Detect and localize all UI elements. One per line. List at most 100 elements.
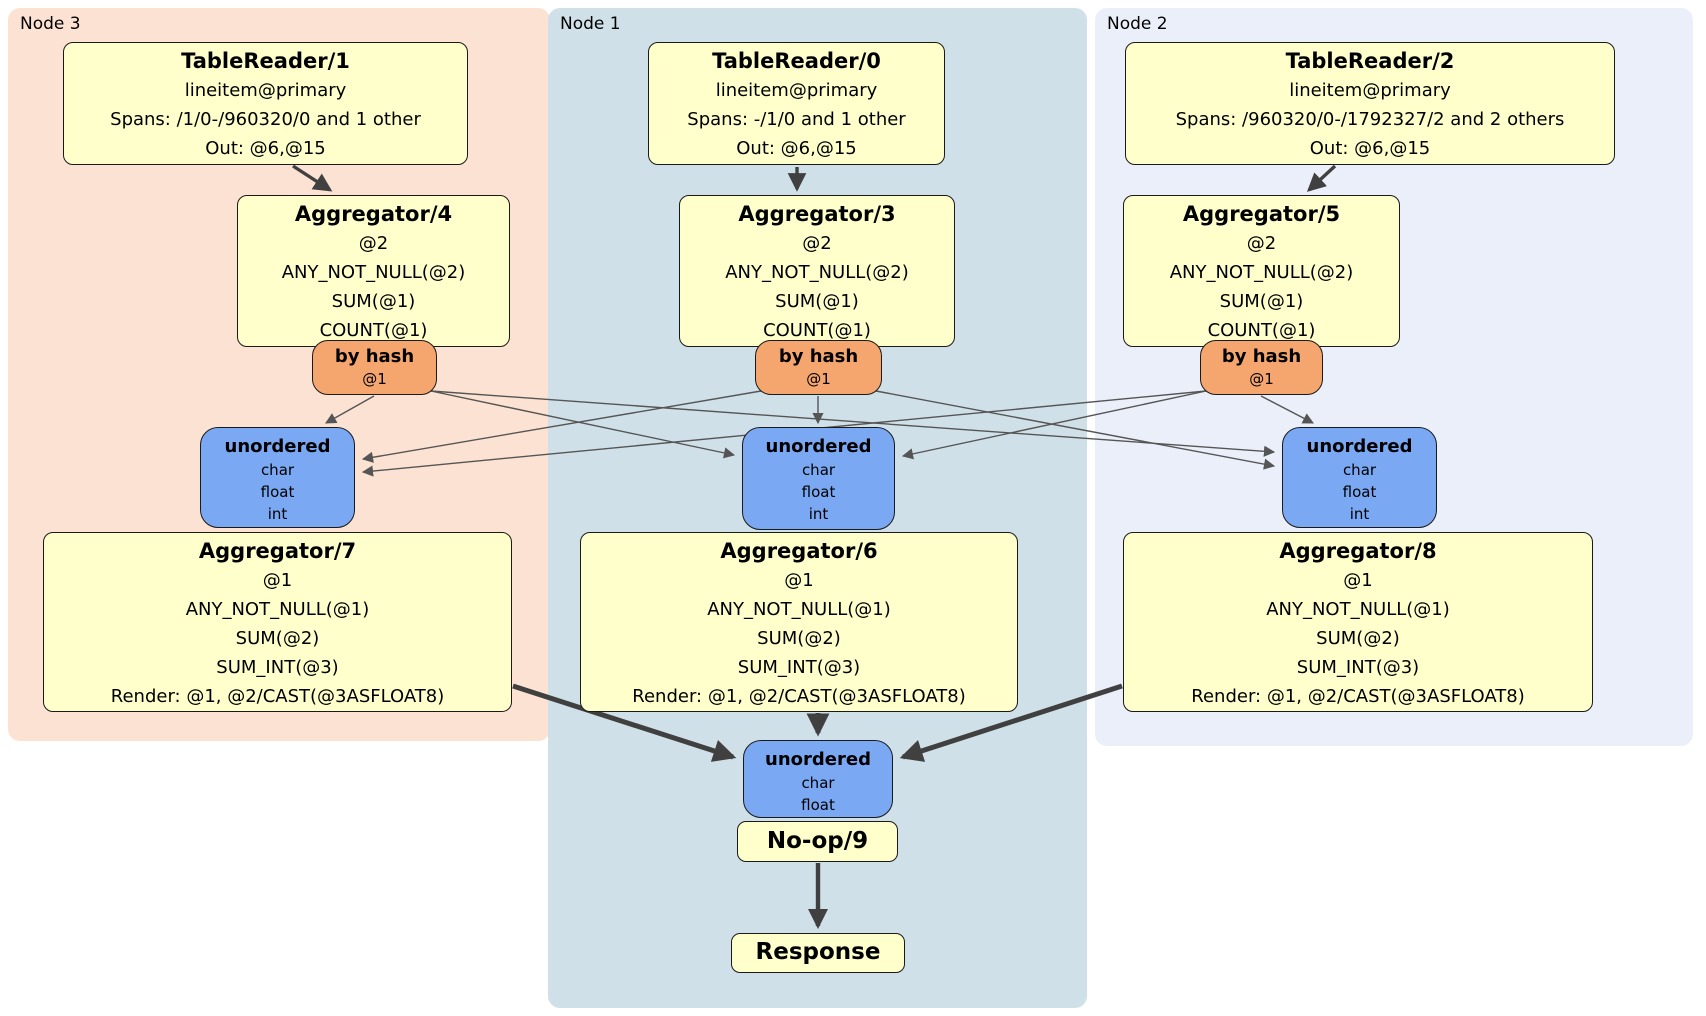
pre-aggregator-box-node2: Aggregator/5 @2 ANY_NOT_NULL(@2) SUM(@1)… xyxy=(1123,195,1400,347)
pre-aggregator-box-node1: Aggregator/3 @2 ANY_NOT_NULL(@2) SUM(@1)… xyxy=(679,195,955,347)
table-reader-detail: Spans: /1/0-/960320/0 and 1 other xyxy=(110,109,421,130)
noop-box: No-op/9 xyxy=(737,821,898,862)
table-reader-box-node2: TableReader/2 lineitem@primary Spans: /9… xyxy=(1125,42,1615,165)
unordered-sync-node3: unordered char float int xyxy=(200,427,355,528)
aggregator-detail: @1 xyxy=(1343,570,1373,591)
final-aggregator-box-node1: Aggregator/6 @1 ANY_NOT_NULL(@1) SUM(@2)… xyxy=(580,532,1018,712)
sync-column: char xyxy=(260,461,295,479)
final-aggregator-box-node3: Aggregator/7 @1 ANY_NOT_NULL(@1) SUM(@2)… xyxy=(43,532,512,712)
aggregator-detail: ANY_NOT_NULL(@1) xyxy=(1266,599,1450,620)
aggregator-detail: COUNT(@1) xyxy=(763,320,871,341)
sync-title: unordered xyxy=(224,436,331,457)
aggregator-detail: ANY_NOT_NULL(@1) xyxy=(707,599,891,620)
aggregator-detail: COUNT(@1) xyxy=(1207,320,1316,341)
aggregator-detail: ANY_NOT_NULL(@1) xyxy=(185,599,370,620)
sync-column: char xyxy=(801,461,836,479)
aggregator-detail: SUM(@2) xyxy=(757,628,841,649)
hash-router-title: by hash xyxy=(334,346,415,367)
hash-router-node2: by hash @1 xyxy=(1200,340,1323,395)
hash-router-node3: by hash @1 xyxy=(312,340,437,395)
hash-router-detail: @1 xyxy=(1249,370,1274,388)
hash-router-node1: by hash @1 xyxy=(755,340,882,395)
hash-router-detail: @1 xyxy=(362,370,387,388)
table-reader-title: TableReader/1 xyxy=(181,49,350,73)
aggregator-detail: SUM(@1) xyxy=(331,291,416,312)
table-reader-detail: lineitem@primary xyxy=(184,80,347,101)
aggregator-detail: SUM(@1) xyxy=(1219,291,1304,312)
edge-hash3-sync1 xyxy=(430,390,736,459)
aggregator-detail: Render: @1, @2/CAST(@3ASFLOAT8) xyxy=(632,686,966,707)
edge-tr1-agg4 xyxy=(292,164,333,192)
response-title: Response xyxy=(755,939,881,965)
aggregator-title: Aggregator/5 xyxy=(1182,202,1341,226)
sync-column: int xyxy=(1349,505,1370,523)
noop-title: No-op/9 xyxy=(766,828,869,854)
aggregator-title: Aggregator/6 xyxy=(720,539,878,563)
edge-hash1-sync3 xyxy=(361,390,762,463)
aggregator-detail: SUM_INT(@3) xyxy=(216,657,339,678)
table-reader-detail: Spans: -/1/0 and 1 other xyxy=(687,109,906,130)
hash-router-title: by hash xyxy=(1221,346,1302,367)
sync-column: float xyxy=(1342,483,1377,501)
edge-tr2-agg5 xyxy=(1306,164,1337,192)
table-reader-box-node3: TableReader/1 lineitem@primary Spans: /1… xyxy=(63,42,468,165)
table-reader-title: TableReader/2 xyxy=(1285,49,1455,73)
edge-agg8-syncfinal xyxy=(899,683,1123,762)
sync-title: unordered xyxy=(765,749,871,770)
table-reader-detail: Out: @6,@15 xyxy=(205,138,326,159)
node1-label: Node 1 xyxy=(560,14,621,34)
sync-title: unordered xyxy=(765,436,872,457)
aggregator-detail: SUM(@2) xyxy=(235,628,320,649)
aggregator-title: Aggregator/3 xyxy=(738,202,896,226)
node3-label: Node 3 xyxy=(20,14,81,34)
aggregator-detail: @1 xyxy=(262,570,293,591)
aggregator-title: Aggregator/4 xyxy=(294,202,453,226)
pre-aggregator-box-node3: Aggregator/4 @2 ANY_NOT_NULL(@2) SUM(@1)… xyxy=(237,195,510,347)
aggregator-title: Aggregator/7 xyxy=(198,539,357,563)
aggregator-detail: ANY_NOT_NULL(@2) xyxy=(725,262,909,283)
sync-column: int xyxy=(808,505,829,523)
edge-hash2-sync2 xyxy=(1260,395,1314,424)
sync-column: float xyxy=(260,483,295,501)
table-reader-title: TableReader/0 xyxy=(712,49,881,73)
edge-agg7-syncfinal xyxy=(512,683,737,762)
aggregator-detail: SUM(@2) xyxy=(1316,628,1400,649)
aggregator-detail: SUM_INT(@3) xyxy=(737,657,861,678)
edge-hash2-sync1 xyxy=(901,390,1207,460)
aggregator-detail: ANY_NOT_NULL(@2) xyxy=(281,262,466,283)
sync-column: char xyxy=(1342,461,1377,479)
table-reader-detail: lineitem@primary xyxy=(1289,80,1451,101)
aggregator-detail: @1 xyxy=(784,570,814,591)
hash-router-title: by hash xyxy=(778,346,859,367)
edge-hash3-sync3 xyxy=(325,395,375,424)
sync-column: char xyxy=(801,774,835,792)
final-aggregator-box-node2: Aggregator/8 @1 ANY_NOT_NULL(@1) SUM(@2)… xyxy=(1123,532,1593,712)
unordered-sync-node1: unordered char float int xyxy=(742,427,895,530)
aggregator-detail: SUM_INT(@3) xyxy=(1296,657,1420,678)
edge-hash1-sync2 xyxy=(875,390,1276,470)
table-reader-detail: Spans: /960320/0-/1792327/2 and 2 others xyxy=(1175,109,1565,130)
edge-hash3-sync2 xyxy=(430,390,1276,457)
aggregator-detail: ANY_NOT_NULL(@2) xyxy=(1169,262,1354,283)
hash-router-detail: @1 xyxy=(806,370,831,388)
sync-column: int xyxy=(267,505,288,523)
aggregator-detail: COUNT(@1) xyxy=(319,320,428,341)
aggregator-detail: @2 xyxy=(802,233,832,254)
aggregator-detail: Render: @1, @2/CAST(@3ASFLOAT8) xyxy=(1191,686,1525,707)
aggregator-detail: Render: @1, @2/CAST(@3ASFLOAT8) xyxy=(110,686,445,707)
table-reader-detail: Out: @6,@15 xyxy=(1309,138,1431,159)
sync-title: unordered xyxy=(1306,436,1413,457)
sync-column: float xyxy=(801,796,835,814)
table-reader-detail: lineitem@primary xyxy=(715,80,878,101)
aggregator-detail: @2 xyxy=(358,233,389,254)
table-reader-detail: Out: @6,@15 xyxy=(736,138,857,159)
unordered-sync-node2: unordered char float int xyxy=(1282,427,1437,528)
node2-label: Node 2 xyxy=(1107,14,1168,34)
aggregator-title: Aggregator/8 xyxy=(1279,539,1437,563)
response-box: Response xyxy=(731,933,905,973)
unordered-sync-final: unordered char float xyxy=(743,740,893,818)
aggregator-detail: @2 xyxy=(1246,233,1277,254)
aggregator-detail: SUM(@1) xyxy=(775,291,859,312)
